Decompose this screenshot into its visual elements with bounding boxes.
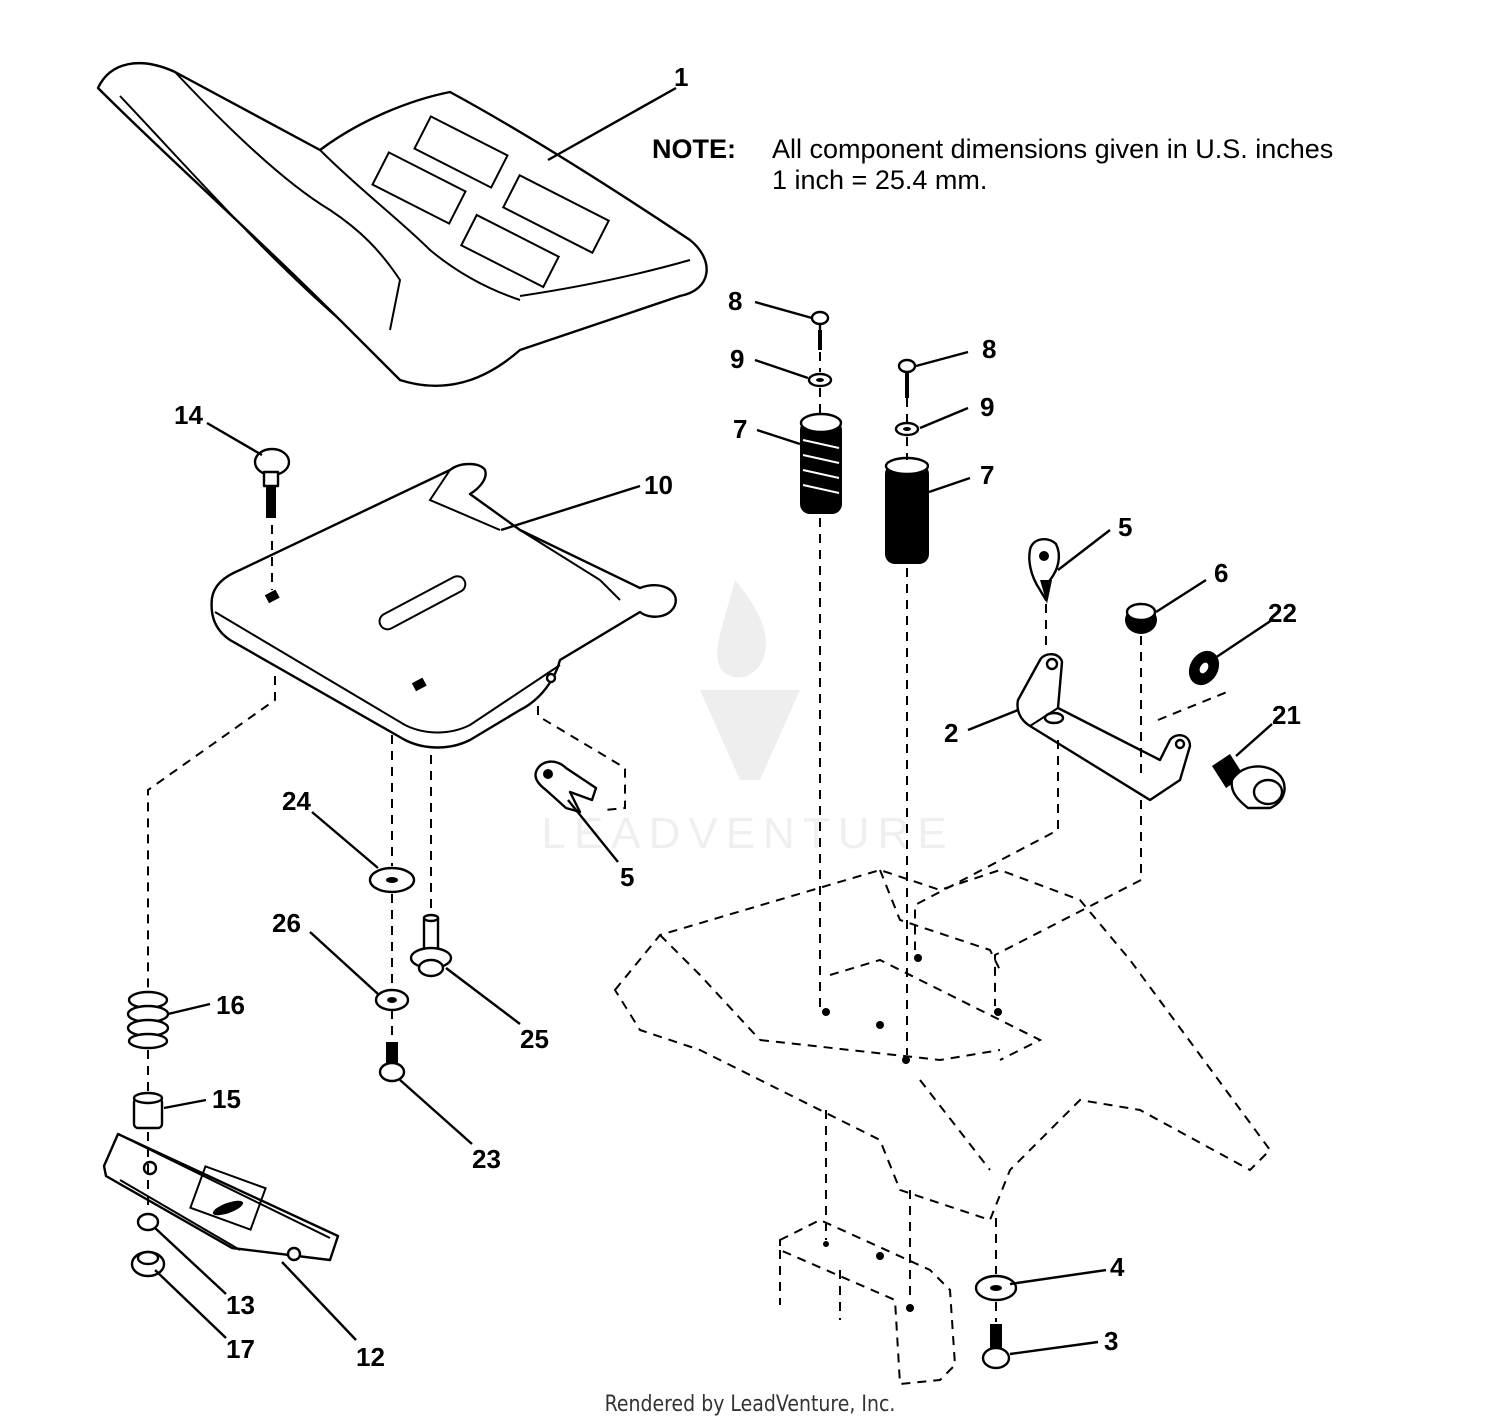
callout-25: 25: [520, 1024, 549, 1054]
flat-washer-22: [1188, 650, 1220, 686]
callout-1: 1: [674, 62, 688, 92]
clip-upper: [1028, 538, 1061, 604]
callout-26: 26: [272, 908, 301, 938]
shoulder-bolt: [1212, 754, 1286, 810]
callout-15: 15: [212, 1084, 241, 1114]
seat-pan: [210, 462, 677, 749]
callout-24: 24: [282, 786, 311, 816]
spring-left: [799, 412, 843, 514]
callout-9-left: 9: [730, 344, 744, 374]
seat: [96, 62, 708, 387]
nut-13: [136, 1212, 160, 1232]
callout-2: 2: [944, 718, 958, 748]
frame-outline: [613, 868, 1272, 1386]
callout-13: 13: [226, 1290, 255, 1320]
hex-bolt-3: [981, 1324, 1011, 1370]
callout-7-left: 7: [733, 414, 747, 444]
callout-17: 17: [226, 1334, 255, 1364]
callout-5-upper: 5: [1118, 512, 1132, 542]
callout-9-right: 9: [980, 392, 994, 422]
note-line-1: All component dimensions given in U.S. i…: [772, 134, 1334, 164]
spacer-right: [884, 456, 930, 564]
callout-6: 6: [1214, 558, 1228, 588]
callout-5-lower: 5: [620, 862, 634, 892]
carriage-bolt: [253, 447, 291, 518]
callout-14: 14: [174, 400, 203, 430]
bushing: [132, 1091, 164, 1130]
footer-credit: Rendered by LeadVenture, Inc.: [604, 1392, 896, 1417]
lock-washer-26: [374, 988, 410, 1012]
callout-8-left: 8: [728, 286, 742, 316]
flat-washer-24: [368, 866, 416, 894]
callout-7-right: 7: [980, 460, 994, 490]
bolt-left: [810, 310, 830, 350]
callout-21: 21: [1272, 700, 1301, 730]
callout-16: 16: [216, 990, 245, 1020]
callout-10: 10: [644, 470, 673, 500]
flat-washer-4: [974, 1274, 1018, 1302]
callout-23: 23: [472, 1144, 501, 1174]
leader-lines: [154, 86, 1273, 1356]
mounting-plate: [102, 1132, 340, 1262]
note-body: All component dimensions given in U.S. i…: [772, 134, 1333, 196]
clip-lower: [534, 760, 598, 814]
seat-bracket: [1016, 653, 1192, 802]
lock-washer-right: [894, 421, 920, 437]
callout-8-right: 8: [982, 334, 996, 364]
callout-22: 22: [1268, 598, 1297, 628]
watermark-text: LEADVENTURE: [541, 809, 954, 858]
dimension-note: NOTE: All component dimensions given in U…: [652, 134, 1333, 196]
lock-washer-left: [807, 372, 833, 388]
note-line-2: 1 inch = 25.4 mm.: [772, 165, 988, 195]
shoulder-bolt-25: [409, 913, 453, 978]
hex-bolt-23: [378, 1042, 406, 1083]
note-label: NOTE:: [652, 134, 736, 164]
callout-3: 3: [1104, 1326, 1118, 1356]
callout-4: 4: [1110, 1252, 1125, 1282]
hex-nut: [1125, 602, 1157, 634]
bolt-right: [897, 358, 917, 398]
assembly-lines: [147, 352, 1233, 1322]
compression-spring: [126, 990, 170, 1050]
callout-numbers: 1 10 14 8 9 7 8 9 7 5 6 22 21 2 5 24 26 …: [174, 62, 1301, 1372]
callout-12: 12: [356, 1342, 385, 1372]
